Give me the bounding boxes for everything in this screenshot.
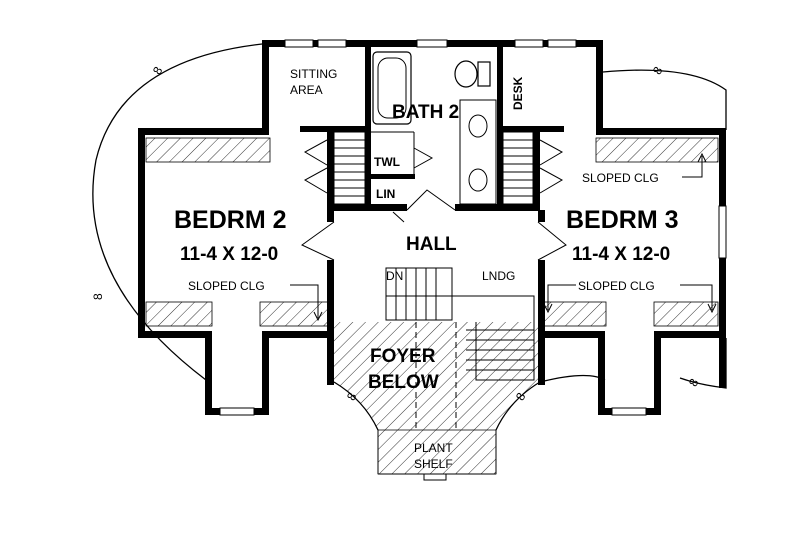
foyer-below-hatch	[334, 322, 540, 430]
sloped-ceiling-hatch-left-upper	[145, 137, 271, 163]
window	[284, 39, 314, 48]
sloped-ceiling-label-right-lower: SLOPED CLG	[578, 279, 655, 293]
foyer-below-label-line2: BELOW	[368, 372, 439, 393]
desk-label: DESK	[511, 76, 525, 110]
sloped-ceiling-hatch-right-upper	[595, 137, 719, 163]
hall-label: HALL	[406, 234, 457, 255]
window	[514, 39, 544, 48]
linen-closet-label: LIN	[376, 187, 395, 201]
bath2-label: BATH 2	[392, 102, 459, 123]
svg-text:8: 8	[91, 293, 105, 300]
sloped-ceiling-hatch-right-lower2	[653, 301, 719, 327]
sloped-ceiling-hatch-right-lower	[541, 301, 607, 327]
towel-closet-label: TWL	[374, 155, 400, 169]
bedroom3-name-label: BEDRM 3	[566, 206, 679, 234]
bedroom3-size-label: 11-4 X 12-0	[572, 244, 670, 265]
window	[718, 205, 727, 259]
door-swings	[301, 147, 567, 261]
sloped-ceiling-hatch-left-lower2	[259, 301, 329, 327]
sloped-ceiling-label-right-upper: SLOPED CLG	[582, 171, 659, 185]
window	[416, 39, 448, 48]
sink	[468, 114, 488, 138]
window	[611, 407, 647, 416]
windows	[219, 39, 727, 481]
window	[317, 39, 347, 48]
bathtub-inner	[377, 57, 407, 119]
svg-text:8: 8	[686, 376, 702, 389]
plant-shelf-label-line1: PLANT	[414, 441, 453, 455]
roof-arcs	[92, 43, 727, 475]
vanity	[459, 99, 497, 205]
sloped-ceiling-label-left: SLOPED CLG	[188, 279, 265, 293]
window	[423, 473, 447, 481]
staircase	[385, 267, 535, 430]
bathtub	[372, 51, 412, 125]
svg-text:8: 8	[150, 64, 166, 77]
closet-shelves	[303, 131, 564, 205]
stair-down-label: DN	[386, 269, 403, 283]
sitting-area-label-line1: SITTING	[290, 67, 337, 81]
sloped-ceiling-arrows	[290, 152, 717, 322]
sitting-area-label-line2: AREA	[290, 83, 323, 97]
window	[547, 39, 577, 48]
hatched-areas	[145, 137, 719, 475]
toilet-tank	[477, 61, 491, 87]
landing-label: LNDG	[482, 269, 515, 283]
bedroom2-name-label: BEDRM 2	[174, 206, 287, 234]
svg-text:8: 8	[650, 64, 666, 77]
bath-fixtures	[372, 51, 497, 205]
foyer-below-label-line1: FOYER	[370, 346, 436, 367]
plant-shelf-label-line2: SHELF	[414, 457, 453, 471]
sloped-ceiling-hatch-left-lower	[145, 301, 213, 327]
bedroom2-size-label: 11-4 X 12-0	[180, 244, 278, 265]
toilet	[454, 60, 478, 88]
sink	[468, 168, 488, 192]
window	[219, 407, 255, 416]
